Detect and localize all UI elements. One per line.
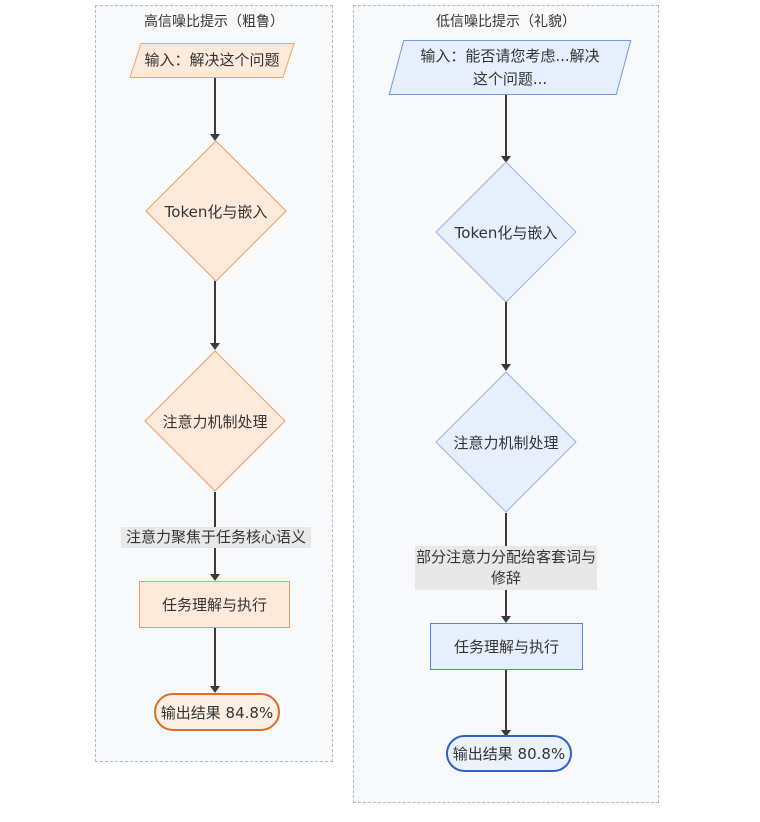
connector-line <box>214 78 216 134</box>
connector-line <box>214 281 216 343</box>
node-label: 注意力机制处理 <box>453 433 559 452</box>
arrowhead-down-icon <box>210 574 220 581</box>
connector-line <box>505 302 507 364</box>
subgraph-high-snr-title: 高信噪比提示（粗鲁） <box>144 14 284 30</box>
edge-label-politeness-attention: 部分注意力分配给客套词与修辞 <box>415 546 597 590</box>
arrowhead-down-icon <box>210 686 220 693</box>
connector-line <box>214 628 216 686</box>
node-execute-high-snr: 任务理解与执行 <box>139 581 290 628</box>
node-label: Token化与嵌入 <box>454 223 558 242</box>
node-attention-high-snr: 注意力机制处理 <box>143 349 287 493</box>
node-label: 输入：解决这个问题 <box>144 51 280 69</box>
connector-line <box>505 670 507 730</box>
node-label: 输入：能否请您考虑...解决这个问题... <box>420 46 600 88</box>
node-output-high-snr: 输出结果 84.8% <box>154 693 280 731</box>
connector-line <box>505 95 507 156</box>
node-label: 注意力机制处理 <box>162 412 268 431</box>
node-attention-low-snr: 注意力机制处理 <box>434 370 578 514</box>
arrowhead-down-icon <box>501 730 511 737</box>
node-output-low-snr: 输出结果 80.8% <box>446 735 572 772</box>
arrowhead-down-icon <box>210 134 220 141</box>
subgraph-low-snr-title: 低信噪比提示（礼貌） <box>436 14 576 30</box>
node-tokenize-high-snr: Token化与嵌入 <box>144 139 288 283</box>
node-tokenize-low-snr: Token化与嵌入 <box>434 160 578 304</box>
node-input-high-snr: 输入：解决这个问题 <box>127 43 297 78</box>
edge-label-focus-semantics: 注意力聚焦于任务核心语义 <box>121 527 311 548</box>
arrowhead-down-icon <box>501 616 511 623</box>
node-input-low-snr: 输入：能否请您考虑...解决这个问题... <box>385 40 635 95</box>
node-label: Token化与嵌入 <box>164 202 268 221</box>
arrowhead-down-icon <box>210 343 220 350</box>
node-execute-low-snr: 任务理解与执行 <box>430 623 583 670</box>
arrowhead-down-icon <box>501 156 511 163</box>
arrowhead-down-icon <box>501 364 511 371</box>
